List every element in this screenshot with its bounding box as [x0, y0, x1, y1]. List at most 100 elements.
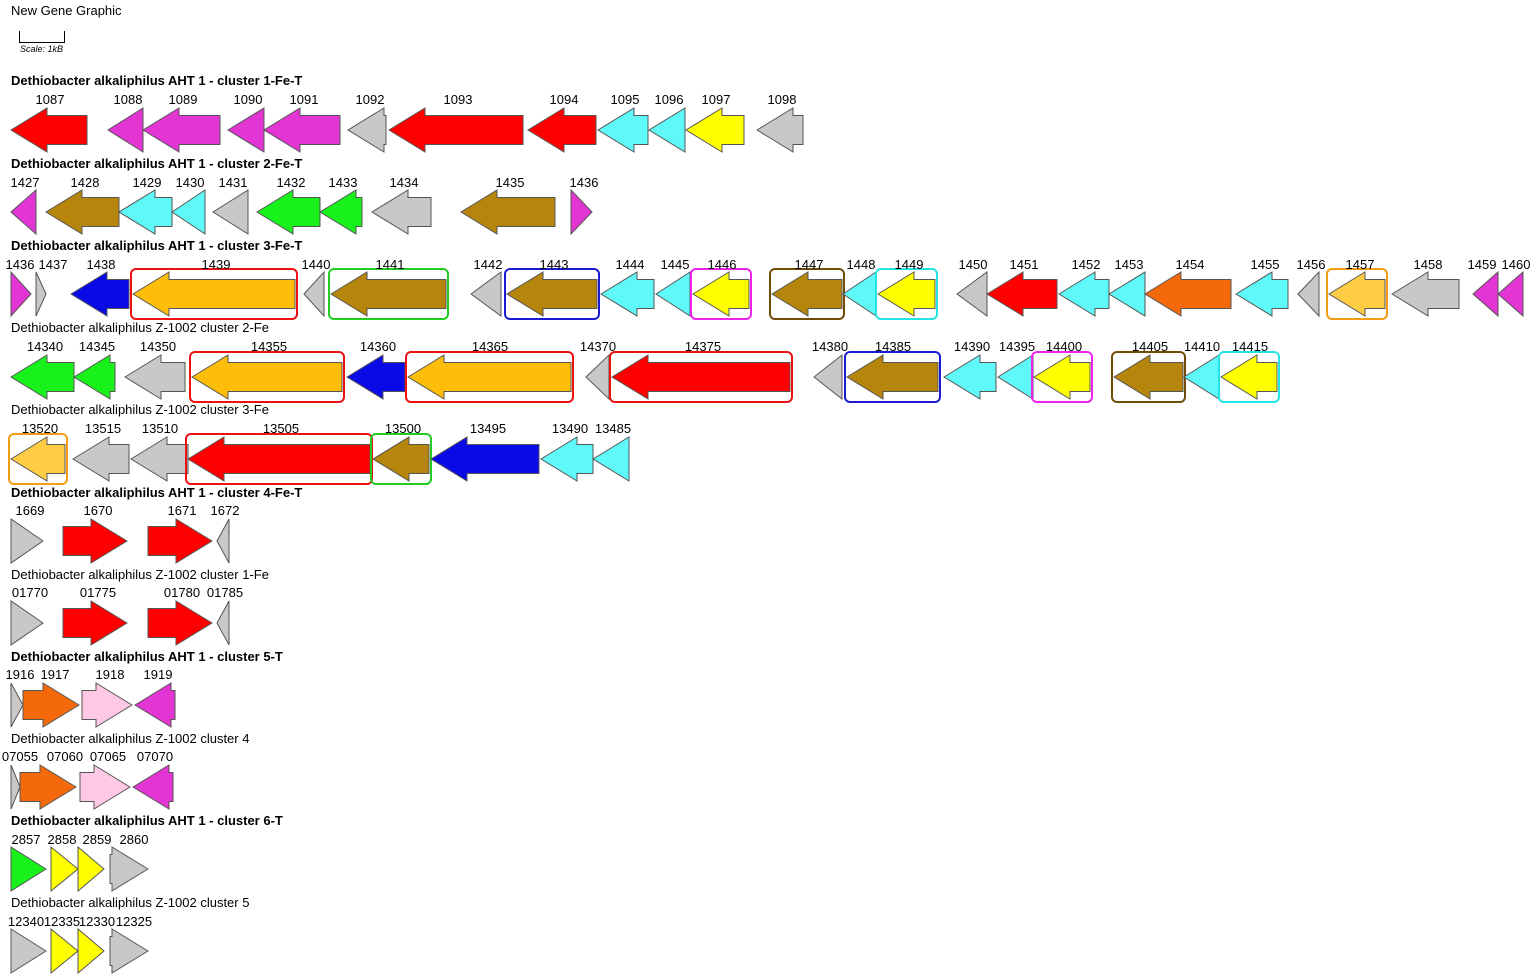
gene-cluster-11: Dethiobacter alkaliphilus Z-1002 cluster…: [8, 895, 249, 975]
cluster-title: Dethiobacter alkaliphilus Z-1002 cluster…: [11, 402, 269, 417]
gene-arrow-14400: [1033, 354, 1091, 400]
gene-arrow-14355: [191, 354, 343, 400]
gene-arrow-13520: [10, 436, 66, 482]
gene-label: 1087: [36, 92, 65, 107]
gene-label: 14365: [472, 339, 508, 354]
gene-arrow-1918: [81, 682, 133, 728]
gene-arrow-1091: [263, 107, 341, 153]
gene-highlight-box: [504, 268, 600, 320]
gene-arrow-01785: [216, 600, 230, 646]
gene-label: 1670: [84, 503, 113, 518]
gene-arrow-14390: [943, 354, 997, 400]
gene-arrow-14345: [73, 354, 116, 400]
cluster-title: Dethiobacter alkaliphilus Z-1002 cluster…: [11, 731, 249, 746]
gene-label: 07060: [47, 749, 83, 764]
gene-arrow-1438: [70, 271, 130, 317]
gene-arrow-1456: [1297, 270, 1320, 318]
gene-arrow-13495: [430, 436, 540, 482]
gene-arrow-1451: [986, 271, 1058, 317]
gene-highlight-box: [1218, 351, 1280, 403]
gene-label: 2857: [12, 832, 41, 847]
gene-highlight-box: [609, 351, 793, 403]
gene-arrow-14410: [1183, 354, 1220, 400]
gene-arrow-1457: [1328, 271, 1386, 317]
gene-arrow-2859: [77, 845, 105, 893]
gene-label: 12325: [116, 914, 152, 929]
gene-label: 1916: [6, 667, 35, 682]
gene-label: 1094: [550, 92, 579, 107]
gene-cluster-7: Dethiobacter alkaliphilus Z-1002 cluster…: [10, 567, 269, 646]
gene-highlight-box: [690, 268, 752, 320]
cluster-title: Dethiobacter alkaliphilus Z-1002 cluster…: [11, 320, 269, 335]
gene-label: 1459: [1468, 257, 1497, 272]
gene-arrow-1442: [470, 271, 502, 317]
gene-arrow-1092: [347, 107, 387, 153]
gene-label: 1096: [655, 92, 684, 107]
gene-label: 01785: [207, 585, 243, 600]
gene-arrow-14405: [1113, 354, 1184, 400]
gene-label: 14380: [812, 339, 848, 354]
gene-label: 1428: [71, 175, 100, 190]
gene-label: 1097: [702, 92, 731, 107]
gene-label: 1446: [708, 257, 737, 272]
gene-label: 1433: [329, 175, 358, 190]
cluster-title: Dethiobacter alkaliphilus AHT 1 - cluste…: [11, 73, 302, 88]
gene-highlight-box: [405, 351, 574, 403]
gene-highlight-box: [8, 433, 68, 485]
gene-label: 01775: [80, 585, 116, 600]
gene-arrow-12335: [50, 927, 79, 975]
gene-arrow-01770: [10, 600, 44, 646]
gene-label: 1436: [6, 257, 35, 272]
gene-label: 2860: [120, 832, 149, 847]
cluster-title: Dethiobacter alkaliphilus AHT 1 - cluste…: [11, 238, 302, 253]
gene-label: 14415: [1232, 339, 1268, 354]
gene-label: 1918: [96, 667, 125, 682]
gene-label: 1444: [616, 257, 645, 272]
gene-label: 1919: [144, 667, 173, 682]
gene-arrow-1452: [1058, 271, 1110, 317]
gene-arrow-1087: [10, 107, 88, 153]
gene-label: 1095: [611, 92, 640, 107]
gene-arrow-1450: [956, 271, 988, 317]
gene-arrow-07060: [19, 764, 77, 810]
gene-arrow-1096: [648, 107, 686, 153]
gene-arrow-13490: [540, 436, 594, 482]
gene-arrow-14415: [1220, 354, 1278, 400]
gene-cluster-8: Dethiobacter alkaliphilus AHT 1 - cluste…: [6, 649, 283, 728]
gene-label: 1671: [168, 503, 197, 518]
gene-arrow-14375: [611, 354, 791, 400]
gene-label: 12335: [44, 914, 80, 929]
gene-label: 1088: [114, 92, 143, 107]
gene-highlight-box: [1031, 351, 1093, 403]
gene-label: 1456: [1297, 257, 1326, 272]
gene-arrow-07055: [10, 764, 21, 810]
cluster-title: Dethiobacter alkaliphilus AHT 1 - cluste…: [11, 649, 283, 664]
gene-label: 1091: [290, 92, 319, 107]
gene-label: 07065: [90, 749, 126, 764]
gene-arrow-01780: [147, 600, 213, 646]
gene-highlight-box: [1326, 268, 1388, 320]
gene-arrow-1445: [655, 271, 691, 317]
gene-arrow-1428: [45, 189, 120, 235]
gene-highlight-box: [130, 268, 298, 320]
gene-arrow-13485: [592, 436, 630, 482]
gene-label: 1432: [277, 175, 306, 190]
gene-arrow-1917: [22, 682, 80, 728]
gene-arrow-1458: [1391, 271, 1460, 317]
gene-arrow-1089: [142, 107, 221, 153]
gene-highlight-box: [875, 268, 938, 320]
gene-arrow-1097: [685, 107, 745, 153]
gene-arrow-1447: [771, 271, 843, 317]
gene-label: 1445: [661, 257, 690, 272]
cluster-title: Dethiobacter alkaliphilus AHT 1 - cluste…: [11, 485, 302, 500]
gene-label: 1429: [133, 175, 162, 190]
gene-arrow-1435: [460, 189, 556, 235]
gene-arrow-2860: [109, 846, 149, 892]
gene-arrow-1098: [756, 107, 804, 153]
gene-arrow-1437: [35, 271, 47, 317]
gene-label: 1440: [302, 257, 331, 272]
gene-arrow-1670: [62, 518, 128, 564]
gene-label: 07070: [137, 749, 173, 764]
gene-cluster-10: Dethiobacter alkaliphilus AHT 1 - cluste…: [10, 813, 283, 893]
